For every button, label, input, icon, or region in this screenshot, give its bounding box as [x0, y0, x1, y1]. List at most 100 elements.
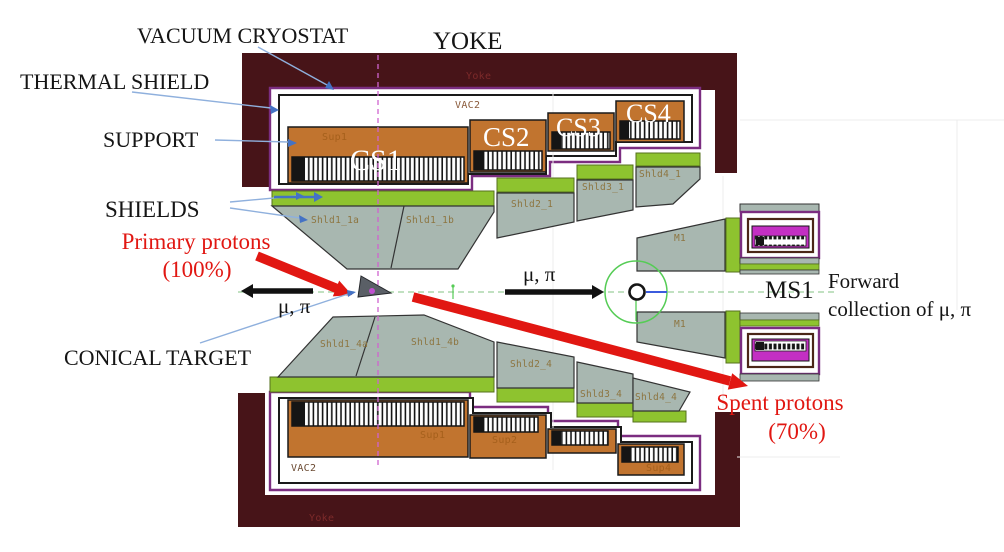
ms1-top-strip-green	[739, 263, 820, 271]
primary-protons-label-line1: Primary protons	[122, 229, 271, 254]
vacuum-cryostat-pointer	[257, 46, 328, 86]
m1-bottom-green-spacer	[725, 310, 741, 364]
forward-collection-line1: Forward	[828, 269, 900, 293]
reference-tick-dot	[451, 284, 455, 288]
sup1-label-bottom: Sup1	[420, 430, 445, 441]
shields-pointer-1-head	[296, 192, 304, 200]
shield-liner-arrow-head	[314, 192, 323, 202]
thermal-shield-pointer	[131, 91, 272, 109]
callout-pointers	[131, 46, 349, 344]
cs4-label: CS4	[626, 99, 671, 128]
beam-annotation-texts: Primary protons (100%) Spent protons (70…	[122, 229, 972, 444]
ms1-bottom-assembly	[636, 310, 821, 382]
spent-protons-arrow-shaft	[411, 292, 732, 386]
ms1-bottom-strip-green	[739, 319, 820, 327]
cs2-coil-lead	[474, 151, 484, 170]
construction-grid	[552, 92, 1004, 470]
shld2-1-label: Shld2_1	[511, 199, 553, 210]
shield-labels: Shld1_1a Shld1_1b Shld2_1 Shld3_1 Shld4_…	[311, 169, 686, 403]
shld1-1a-label: Shld1_1a	[311, 215, 359, 226]
m1-top-green-spacer	[725, 217, 741, 273]
shields-label: SHIELDS	[105, 197, 200, 222]
shld2-4-label: Shld2_4	[510, 359, 552, 370]
coil-name-labels: CS1 CS2 CS3 CS4	[350, 99, 671, 177]
m1-top-block	[636, 218, 726, 272]
ms1-top-strip-gray2	[739, 269, 820, 275]
support-pointer-head	[288, 139, 297, 147]
m1-top-label: M1	[674, 233, 686, 244]
shield-liner-bottom-3	[576, 402, 634, 418]
beam-spot-circle	[628, 283, 646, 301]
mu-pi-arrows	[241, 284, 604, 299]
vac2-label-bottom: VAC2	[291, 463, 316, 474]
vacuum-cryostat-label: VACUUM CRYOSTAT	[137, 23, 349, 48]
shield-liner-top-1	[271, 190, 495, 207]
vacuum-cryostat-pointer-head	[325, 81, 334, 90]
conical-target-shape	[357, 275, 393, 298]
ms1-top-coil-lead	[756, 237, 764, 245]
yoke-part-label-top: Yoke	[466, 71, 491, 82]
shld1-4b-label: Shld1_4b	[411, 337, 459, 348]
thermal-shield-label: THERMAL SHIELD	[20, 69, 209, 94]
forward-collection-line2: collection of μ, π	[828, 297, 972, 321]
part-labels: Yoke Yoke VAC2 VAC2 Sup1 Sup1 Sup2 Sup4	[291, 71, 671, 524]
shields-pointer-2-head	[299, 215, 308, 223]
sup1-label-top: Sup1	[322, 132, 347, 143]
shld1-4-wedge	[276, 314, 495, 378]
shield-liner-bottom-2	[496, 387, 575, 403]
cs1-label: CS1	[350, 144, 402, 177]
spent-protons-label-line2: (70%)	[768, 419, 825, 444]
shld1-1-divider	[390, 205, 405, 269]
support-label: SUPPORT	[103, 127, 199, 152]
mu-pi-left-label: μ, π	[278, 294, 311, 318]
mu-pi-right-label: μ, π	[523, 262, 556, 286]
yoke-part-label-bottom: Yoke	[309, 513, 334, 524]
yoke-bottom	[238, 393, 740, 527]
ms1-top-assembly	[636, 203, 821, 275]
primary-protons-arrow-shaft	[255, 251, 340, 294]
shld1-4a-label: Shld1_4a	[320, 339, 368, 350]
spent-protons-arrow-head	[727, 373, 748, 390]
mu-pi-right-arrow-head	[592, 285, 604, 299]
cs1-coil-lead	[292, 157, 304, 181]
sup2-label-bottom: Sup2	[492, 435, 517, 446]
sup4-label-bottom: Sup4	[646, 463, 671, 474]
shield-liner-top-3	[576, 164, 634, 180]
callout-texts: VACUUM CRYOSTAT YOKE THERMAL SHIELD SUPP…	[20, 23, 502, 370]
shld4-4-body	[632, 377, 691, 412]
shld3-1-label: Shld3_1	[582, 182, 624, 193]
cs2-coil-winding	[473, 150, 543, 171]
top-shields	[270, 152, 701, 270]
ms1-bottom-cap	[739, 373, 820, 382]
sup4-coil-lead	[622, 447, 631, 462]
bottom-shields	[269, 314, 691, 423]
support-pointer	[214, 139, 289, 143]
shld3-1-body	[576, 179, 634, 222]
shield-liner-bottom-4	[632, 410, 687, 423]
shld1-4-divider	[355, 316, 376, 377]
shield-liner-top-2	[496, 177, 575, 193]
shld1-1b-label: Shld1_1b	[406, 215, 454, 226]
m1-bottom-label: M1	[674, 319, 686, 330]
m1-bottom-block	[636, 311, 726, 359]
target-marker-dot	[369, 288, 375, 294]
bottom-solenoid-blocks	[287, 399, 685, 476]
cs2-label: CS2	[483, 122, 530, 152]
shld4-4-label: Shld4_4	[635, 392, 677, 403]
conical-target-pointer-head	[347, 290, 356, 297]
ms1-top-winding-strip	[754, 235, 807, 247]
shld3-4-label: Shld3_4	[580, 389, 622, 400]
ms1-bottom-strip-gray	[739, 312, 820, 321]
sup2-coil-lead	[474, 417, 484, 432]
ms1-bottom-coil-lead	[756, 342, 764, 350]
vac2-label-top: VAC2	[455, 100, 480, 111]
sup1-coil-winding	[291, 401, 465, 427]
thermal-shield-pointer-head	[270, 105, 279, 114]
conical-target-pointer	[199, 293, 349, 344]
ms1-top-strip-gray	[739, 257, 820, 265]
callout-pointer-heads	[270, 81, 356, 297]
cs3-label: CS3	[556, 113, 601, 142]
yoke-top	[242, 53, 737, 187]
